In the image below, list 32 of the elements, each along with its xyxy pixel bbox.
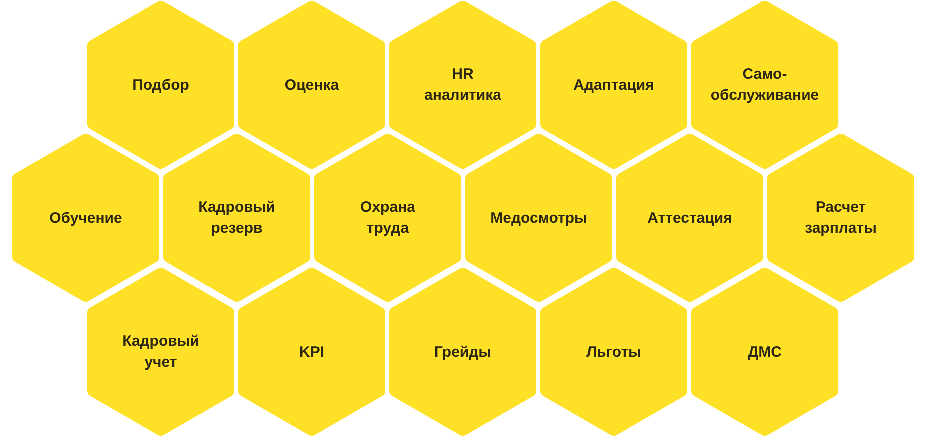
hexagon-node: [12, 133, 160, 303]
node-label: Аттестация: [648, 208, 732, 228]
node-label: Оценка: [284, 76, 340, 96]
hexagon-node: [163, 133, 311, 303]
node-label: Кадровый резерв: [198, 198, 276, 239]
node-label: KPI: [299, 342, 324, 362]
hexagon-node: [465, 133, 613, 303]
hexagon-node: [540, 0, 688, 170]
node-label: Кадровый учет: [122, 332, 200, 373]
node-label: Охрана труда: [360, 198, 416, 239]
hexagon-node: [389, 267, 537, 436]
hexagon-node: [767, 133, 915, 303]
hexagon-node: [616, 133, 764, 303]
hexagon-node: [238, 0, 386, 170]
node-label: Расчет зарплаты: [805, 198, 877, 239]
hexagon-node: [691, 0, 839, 170]
hexagon-node: [389, 0, 537, 170]
hexagon-node: [238, 267, 386, 436]
hexagon-node: [691, 267, 839, 436]
node-label: HR аналитика: [424, 65, 502, 106]
node-label: Подбор: [132, 76, 190, 96]
node-label: Медосмотры: [490, 208, 588, 228]
node-label: Адаптация: [574, 76, 654, 96]
hexagon-node: [314, 133, 462, 303]
hexagon-node: [87, 0, 235, 170]
node-label: Обучение: [50, 208, 122, 228]
hexagon-node: [87, 267, 235, 436]
node-label: Льготы: [586, 342, 642, 362]
node-label: Грейды: [434, 342, 492, 362]
node-label: Само- обслуживание: [710, 65, 820, 106]
node-label: ДМС: [748, 342, 782, 362]
hexagon-node: [540, 267, 688, 436]
